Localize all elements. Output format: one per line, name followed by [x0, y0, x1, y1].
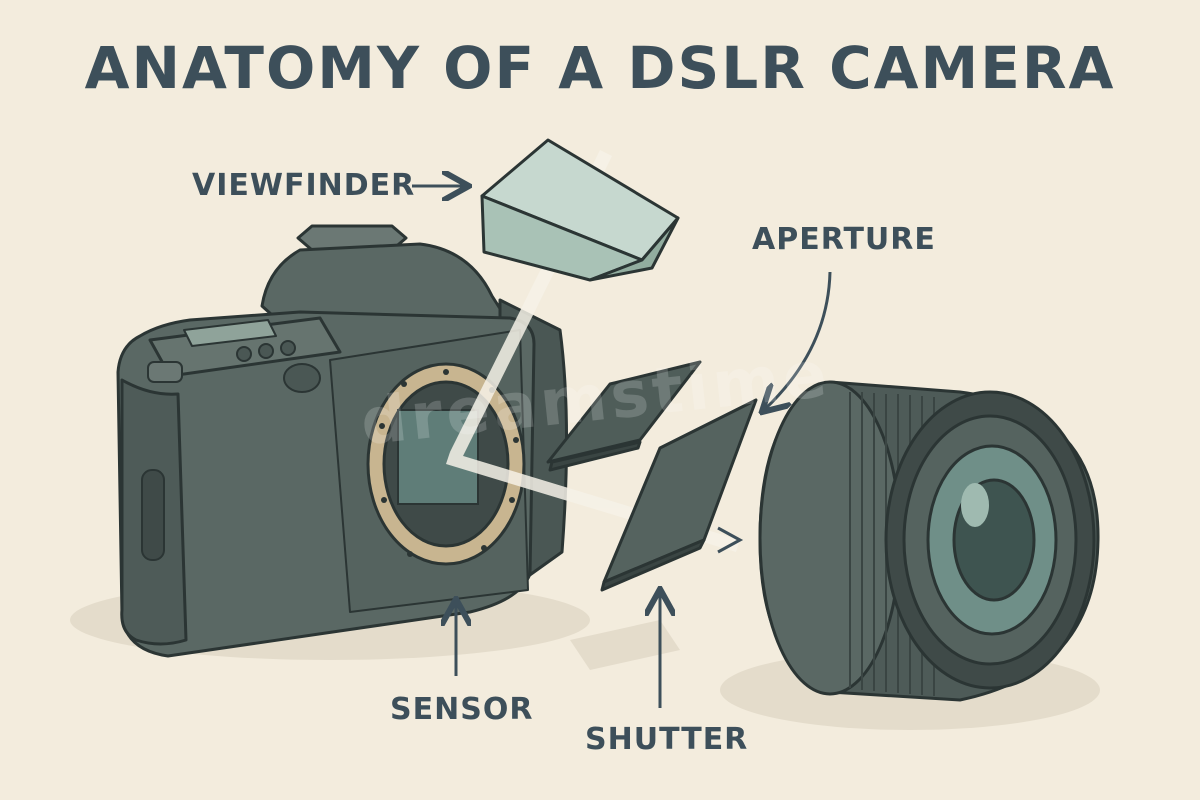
top-button [236, 346, 252, 362]
aperture-arrow [764, 271, 832, 410]
shutter-plate [600, 398, 758, 592]
grip-slot [141, 469, 165, 561]
label-arrows [412, 186, 832, 708]
light-arrow [717, 526, 744, 554]
lens-reflection [961, 483, 989, 527]
dial [283, 363, 321, 393]
mirror-plate [546, 360, 702, 472]
top-button [258, 343, 274, 359]
top-button [280, 340, 296, 356]
viewfinder-prism [480, 138, 680, 282]
sensor-label: SENSOR [390, 692, 534, 727]
shutter-release [147, 361, 183, 383]
top-lcd [183, 319, 277, 347]
viewfinder-label: VIEWFINDER [192, 168, 416, 203]
lens [758, 380, 1100, 702]
page-title: ANATOMY OF A DSLR CAMERA [84, 34, 1116, 102]
aperture-label: APERTURE [752, 222, 936, 257]
shutter-label: SHUTTER [585, 722, 749, 757]
shutter-shadow [570, 620, 680, 670]
lens-back [758, 380, 902, 696]
